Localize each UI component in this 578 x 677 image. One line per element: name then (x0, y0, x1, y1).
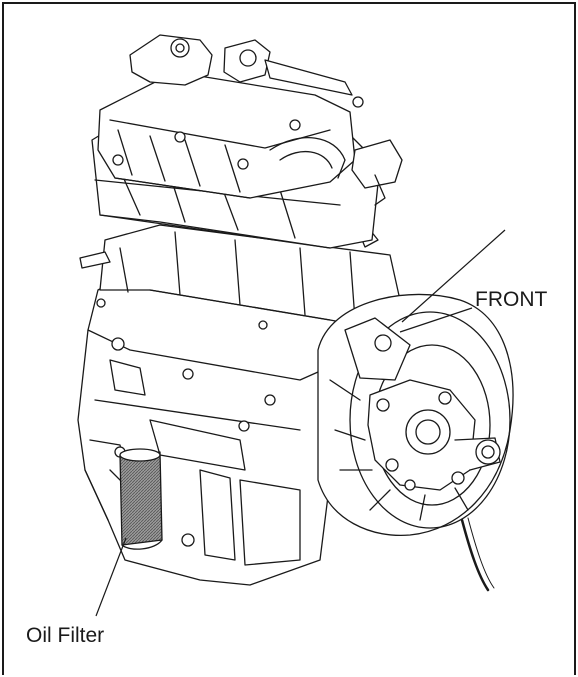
front-callout-label: FRONT (475, 288, 548, 311)
top-fittings (129, 34, 403, 206)
oil-filter (119, 448, 163, 550)
dipstick-rod (401, 229, 506, 323)
oil-filter-callout-label: Oil Filter (26, 624, 105, 647)
oil-filter-leader-line (95, 537, 127, 617)
leader-lines (95, 229, 506, 617)
hose (460, 517, 495, 592)
valve-cover (97, 71, 356, 199)
front-leader-line (399, 307, 473, 333)
output-hub (367, 379, 501, 491)
